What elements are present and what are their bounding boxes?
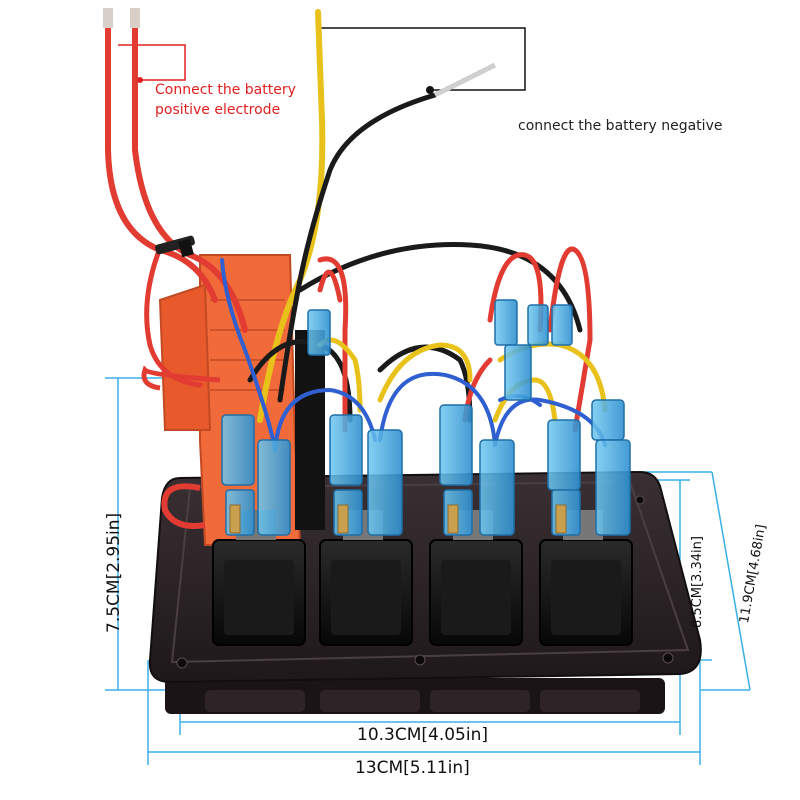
negative-marker-dot bbox=[426, 86, 434, 94]
dimension-width-total: 13CM[5.11in] bbox=[355, 758, 470, 778]
screw-holes bbox=[176, 495, 674, 669]
positive-label-line2: positive electrode bbox=[155, 102, 281, 118]
dimension-height-inner: 8.5CM[3.34in] bbox=[690, 536, 705, 628]
wire-tips bbox=[103, 8, 497, 98]
positive-electrode-label: Connect the battery positive electrode bbox=[155, 80, 296, 120]
positive-label-line1: Connect the battery bbox=[155, 82, 296, 98]
negative-electrode-label: connect the battery negative bbox=[518, 118, 723, 134]
spade-terminals bbox=[229, 504, 567, 534]
positive-marker-dot bbox=[137, 77, 143, 83]
dimension-height-panel: 7.5CM[2.95in] bbox=[104, 512, 124, 633]
dimension-width-inner: 10.3CM[4.05in] bbox=[357, 725, 489, 745]
rocker-switch bbox=[429, 510, 523, 646]
annotation-pointers bbox=[118, 27, 526, 91]
cable-tie bbox=[155, 235, 195, 258]
